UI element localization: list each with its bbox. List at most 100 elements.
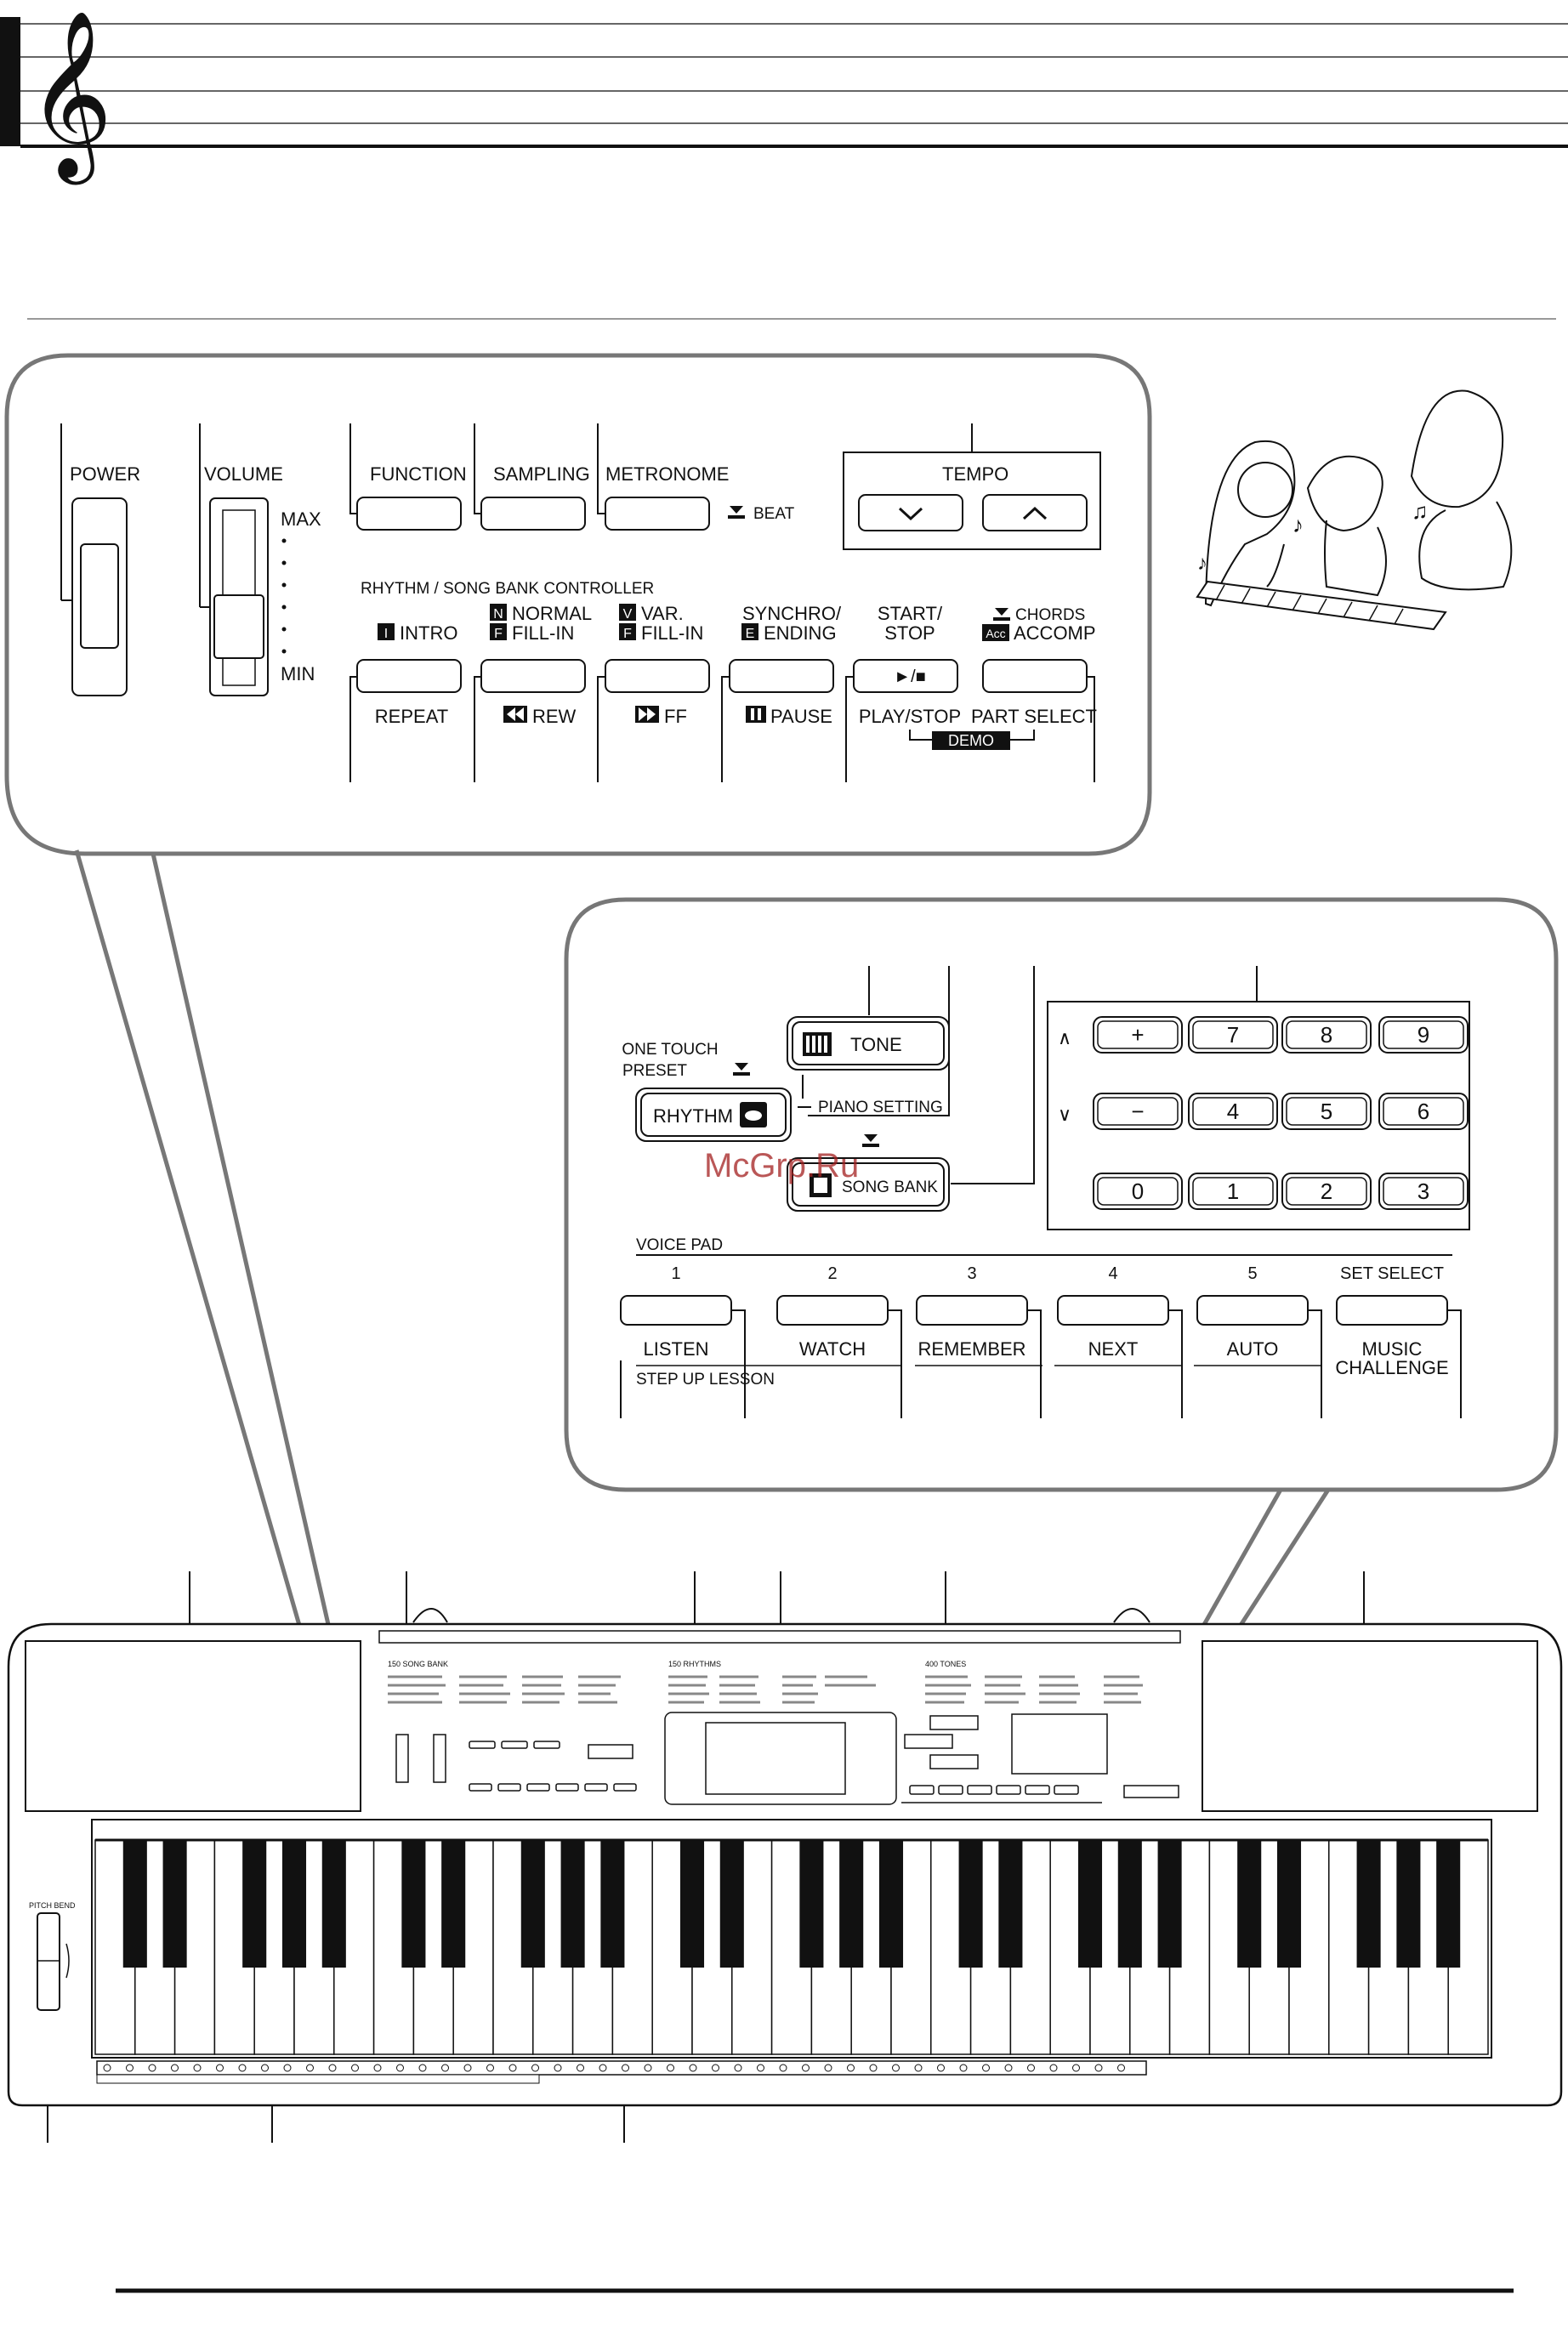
preset-label: PRESET bbox=[622, 1062, 687, 1080]
numpad-key-3-3[interactable] bbox=[1281, 1173, 1372, 1210]
key-symbol-mark bbox=[486, 2064, 494, 2072]
numpad-key-label: 8 bbox=[1321, 1022, 1332, 1048]
volume-label: VOLUME bbox=[204, 463, 283, 485]
sampling-button[interactable] bbox=[480, 497, 586, 531]
pad-number: 4 bbox=[1108, 1264, 1117, 1283]
svg-text:N: N bbox=[493, 607, 503, 622]
rhythm-button[interactable] bbox=[635, 1088, 792, 1142]
black-key bbox=[1356, 1840, 1381, 1968]
black-key bbox=[520, 1840, 545, 1968]
lesson-label: AUTO bbox=[1227, 1338, 1279, 1360]
numpad-key-label: 0 bbox=[1132, 1179, 1144, 1204]
pad-number: 2 bbox=[827, 1264, 837, 1283]
svg-text:INTRO: INTRO bbox=[400, 622, 457, 644]
numpad-key-2-2[interactable] bbox=[1188, 1093, 1278, 1130]
numpad-key-2-4[interactable] bbox=[1378, 1093, 1469, 1130]
black-key bbox=[1117, 1840, 1142, 1968]
voice-pad-button-1[interactable] bbox=[620, 1295, 732, 1326]
key-symbol-mark bbox=[779, 2064, 787, 2072]
song-bank-list-title: 150 SONG BANK bbox=[388, 1660, 448, 1668]
numpad-key-label: 7 bbox=[1227, 1022, 1239, 1048]
svg-text:ACCOMP: ACCOMP bbox=[1014, 622, 1096, 644]
normal-fill-in-rew-button[interactable] bbox=[480, 659, 586, 693]
key-symbol-mark bbox=[216, 2064, 224, 2072]
key-symbol-mark bbox=[1004, 2064, 1013, 2072]
numpad-key-3-2[interactable] bbox=[1188, 1173, 1278, 1210]
tempo-up-button[interactable] bbox=[982, 494, 1088, 531]
rhythm-list-title: 150 RHYTHMS bbox=[668, 1660, 721, 1668]
voice-pad-button-3[interactable] bbox=[916, 1295, 1028, 1326]
voice-pad-button-4[interactable] bbox=[1057, 1295, 1169, 1326]
intro-repeat-button[interactable] bbox=[356, 659, 462, 693]
numpad-key-3-1[interactable] bbox=[1093, 1173, 1183, 1210]
chevron-up-icon bbox=[1022, 506, 1048, 520]
preset-list-text bbox=[388, 1675, 1143, 1704]
numpad-key-label: 5 bbox=[1321, 1099, 1332, 1124]
key-symbol-mark bbox=[261, 2064, 269, 2072]
key-symbol-mark bbox=[869, 2064, 878, 2072]
synchro-ending-pause-button[interactable] bbox=[729, 659, 834, 693]
key-symbol-mark bbox=[193, 2064, 202, 2072]
voice-pad-button-6[interactable] bbox=[1336, 1295, 1448, 1326]
black-key bbox=[1077, 1840, 1103, 1968]
pad-number: 1 bbox=[671, 1264, 680, 1283]
black-key bbox=[162, 1840, 187, 1968]
numpad-key-label: 3 bbox=[1417, 1179, 1429, 1204]
numpad-key-2-1[interactable] bbox=[1093, 1093, 1183, 1130]
black-key bbox=[1436, 1840, 1461, 1968]
tone-label: TONE bbox=[850, 1034, 902, 1055]
voice-pad-button-5[interactable] bbox=[1196, 1295, 1309, 1326]
hold-arrow-icon bbox=[864, 1134, 878, 1142]
key-symbol-mark bbox=[103, 2064, 111, 2072]
piano-keys bbox=[94, 1838, 1489, 2055]
key-symbol-mark bbox=[599, 2064, 607, 2072]
numpad-key-1-1[interactable] bbox=[1093, 1016, 1183, 1054]
key-symbol-mark bbox=[644, 2064, 652, 2072]
voice-pad-label: VOICE PAD bbox=[636, 1236, 723, 1254]
rhythm-label: RHYTHM bbox=[653, 1105, 733, 1127]
key-symbol-mark bbox=[667, 2064, 674, 2072]
volume-knob[interactable] bbox=[213, 594, 264, 659]
mini-console-panel bbox=[395, 1712, 1179, 1805]
pitch-bend-wheel[interactable] bbox=[37, 1912, 60, 2011]
svg-text:STOP: STOP bbox=[884, 622, 935, 644]
pad-number: SET SELECT bbox=[1340, 1264, 1444, 1283]
pause-icon bbox=[746, 706, 766, 723]
tempo-down-button[interactable] bbox=[858, 494, 963, 531]
down-label: ∨ bbox=[1058, 1104, 1071, 1125]
numpad-key-1-2[interactable] bbox=[1188, 1016, 1278, 1054]
svg-text:VAR.: VAR. bbox=[641, 603, 684, 624]
black-key bbox=[679, 1840, 705, 1968]
accomp-part-select-button[interactable] bbox=[982, 659, 1088, 693]
voice-pad-button-2[interactable] bbox=[776, 1295, 889, 1326]
metronome-button[interactable] bbox=[605, 497, 710, 531]
function-button[interactable] bbox=[356, 497, 462, 531]
key-symbol-mark bbox=[508, 2064, 517, 2072]
key-symbol-mark bbox=[1117, 2064, 1125, 2072]
key-symbol-mark bbox=[126, 2064, 134, 2072]
numpad-key-2-3[interactable] bbox=[1281, 1093, 1372, 1130]
right-speaker bbox=[1202, 1640, 1538, 1812]
numpad-key-label: 2 bbox=[1321, 1179, 1332, 1204]
callout-lines-top-buttons bbox=[349, 423, 605, 514]
key-symbol-mark bbox=[802, 2064, 810, 2072]
key-symbol-mark bbox=[554, 2064, 562, 2072]
black-key bbox=[839, 1840, 864, 1968]
pad-number: 3 bbox=[967, 1264, 976, 1283]
song-bank-button[interactable] bbox=[787, 1157, 950, 1212]
svg-text:FF: FF bbox=[664, 706, 687, 727]
var-fill-in-ff-button[interactable] bbox=[605, 659, 710, 693]
svg-text:CHORDS: CHORDS bbox=[1015, 606, 1085, 624]
black-key bbox=[321, 1840, 346, 1968]
power-slider-knob[interactable] bbox=[80, 543, 119, 649]
numpad-key-1-4[interactable] bbox=[1378, 1016, 1469, 1054]
numpad-key-3-4[interactable] bbox=[1378, 1173, 1469, 1210]
hold-arrow-icon bbox=[730, 506, 743, 514]
svg-text:DEMO: DEMO bbox=[948, 732, 994, 749]
black-key bbox=[242, 1840, 267, 1968]
pad-buttons bbox=[620, 1295, 1462, 1418]
numpad-key-1-3[interactable] bbox=[1281, 1016, 1372, 1054]
family-illustration: ♪ ♫ ♪ bbox=[1196, 389, 1513, 631]
tone-button[interactable] bbox=[787, 1016, 950, 1071]
